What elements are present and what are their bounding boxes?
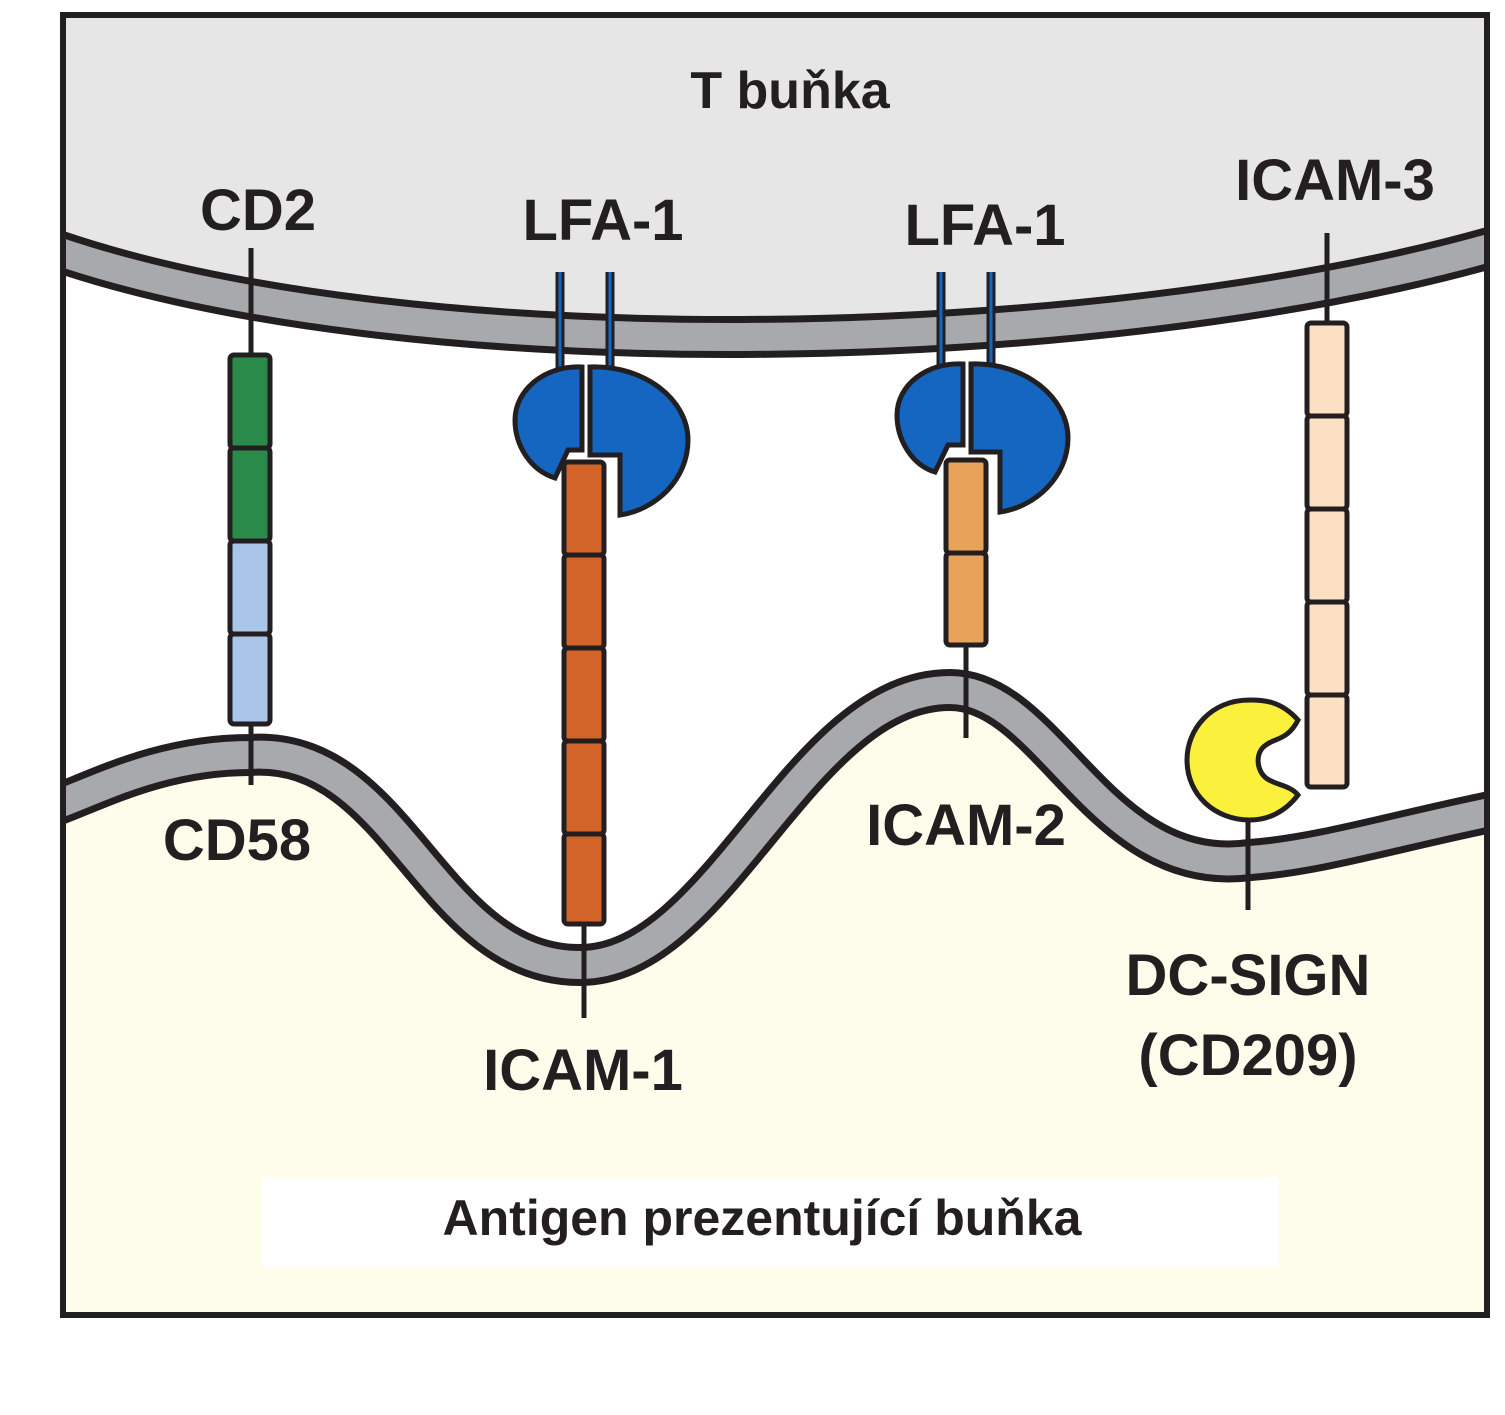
label-lfa1-second: LFA-1: [904, 193, 1065, 258]
t-cell-region: [63, 15, 1487, 339]
icam1-domain: [561, 459, 607, 558]
apc-title: Antigen prezentující buňka: [443, 1190, 1083, 1246]
label-cd58: CD58: [163, 808, 311, 873]
cd58-domain: [227, 538, 273, 637]
diagram-frame: [60, 12, 1490, 1318]
lfa1-beta-subunit: [968, 361, 1071, 515]
icam3-domain: [1304, 413, 1350, 512]
icam3-domain: [1304, 506, 1350, 605]
icam3-domain: [1304, 320, 1350, 419]
label-icam3: ICAM-3: [1235, 148, 1435, 213]
icam3-dcsign-pair: [1184, 233, 1350, 910]
apc-title-box: [262, 1177, 1279, 1267]
label-cd209: (CD209): [1138, 1023, 1357, 1088]
icam1-domain: [561, 645, 607, 744]
label-icam2: ICAM-2: [866, 793, 1066, 858]
cd2-domain: [227, 445, 273, 544]
t-cell-title: T buňka: [690, 62, 890, 120]
cd2-cd58-pair: [227, 248, 273, 785]
cd2-domain: [227, 352, 273, 451]
label-lfa1-first: LFA-1: [522, 188, 683, 253]
icam1-domain: [561, 738, 607, 837]
icam3-domain: [1304, 692, 1350, 790]
t-cell-membrane: [63, 234, 1487, 351]
intercellular-space: [63, 248, 1487, 963]
lfa1-alpha-subunit: [894, 361, 966, 476]
lfa1-alpha-subunit: [512, 364, 585, 482]
icam3-domain: [1304, 599, 1350, 698]
label-cd2: CD2: [200, 178, 316, 243]
lfa1-icam2-pair: [894, 272, 1071, 738]
icam2-domain: [943, 550, 989, 648]
label-dcsign: DC-SIGN: [1126, 943, 1371, 1008]
icam2-domain: [943, 457, 989, 556]
icam1-domain: [561, 552, 607, 651]
dcsign-lectin: [1184, 697, 1302, 823]
lfa1-beta-subunit: [587, 364, 691, 518]
cd58-domain: [227, 631, 273, 727]
lfa1-icam1-pair: [512, 272, 691, 1018]
icam1-domain: [561, 831, 607, 927]
label-icam1: ICAM-1: [483, 1038, 683, 1103]
